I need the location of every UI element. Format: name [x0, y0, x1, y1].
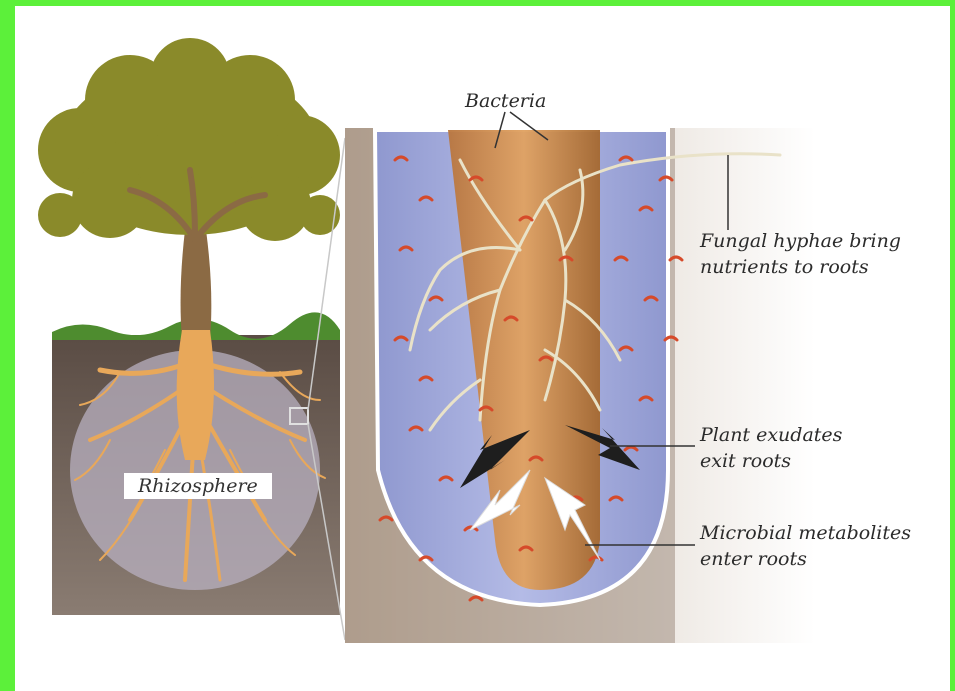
tree-canopy: [38, 38, 340, 241]
microbial-metabolites-label: Microbial metabolites enter roots: [700, 520, 911, 572]
fungal-hyphae-label: Fungal hyphae bring nutrients to roots: [700, 228, 901, 280]
plant-exudates-label: Plant exudates exit roots: [700, 422, 842, 474]
rhizosphere-label: Rhizosphere: [124, 473, 272, 499]
bacteria-label: Bacteria: [465, 88, 546, 114]
